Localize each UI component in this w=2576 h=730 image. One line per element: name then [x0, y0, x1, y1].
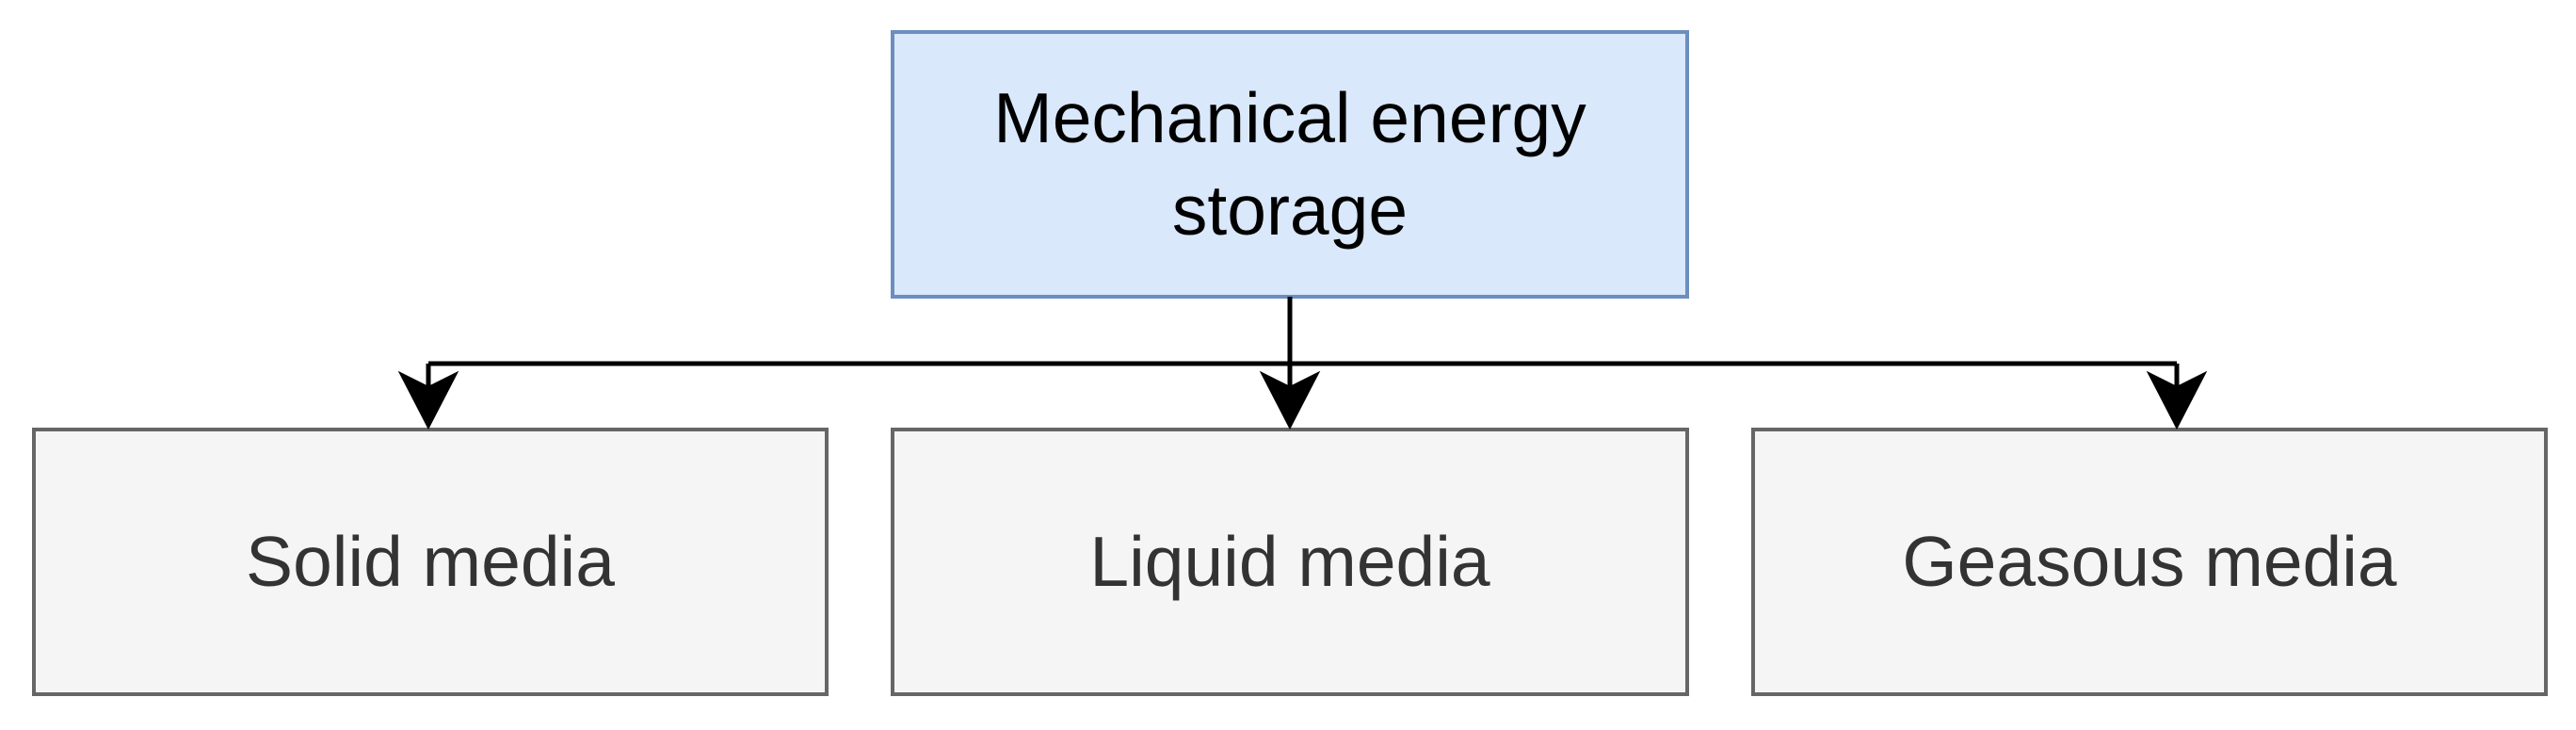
child-node-label-liquid: Liquid media	[1089, 521, 1490, 601]
arrowhead-solid	[397, 370, 459, 430]
child-node-box-gaseous[interactable]	[1751, 428, 2548, 696]
arrowheads	[397, 370, 2208, 430]
child-node-label-solid: Solid media	[246, 521, 615, 601]
root-node-box[interactable]	[891, 30, 1689, 299]
child-node-box-solid[interactable]	[32, 428, 829, 696]
child-node-label-gaseous: Geasous media	[1902, 521, 2397, 601]
arrowhead-liquid	[1259, 370, 1321, 430]
root-node-label: Mechanical energy storage	[993, 78, 1586, 250]
arrowhead-gaseous	[2146, 370, 2208, 430]
